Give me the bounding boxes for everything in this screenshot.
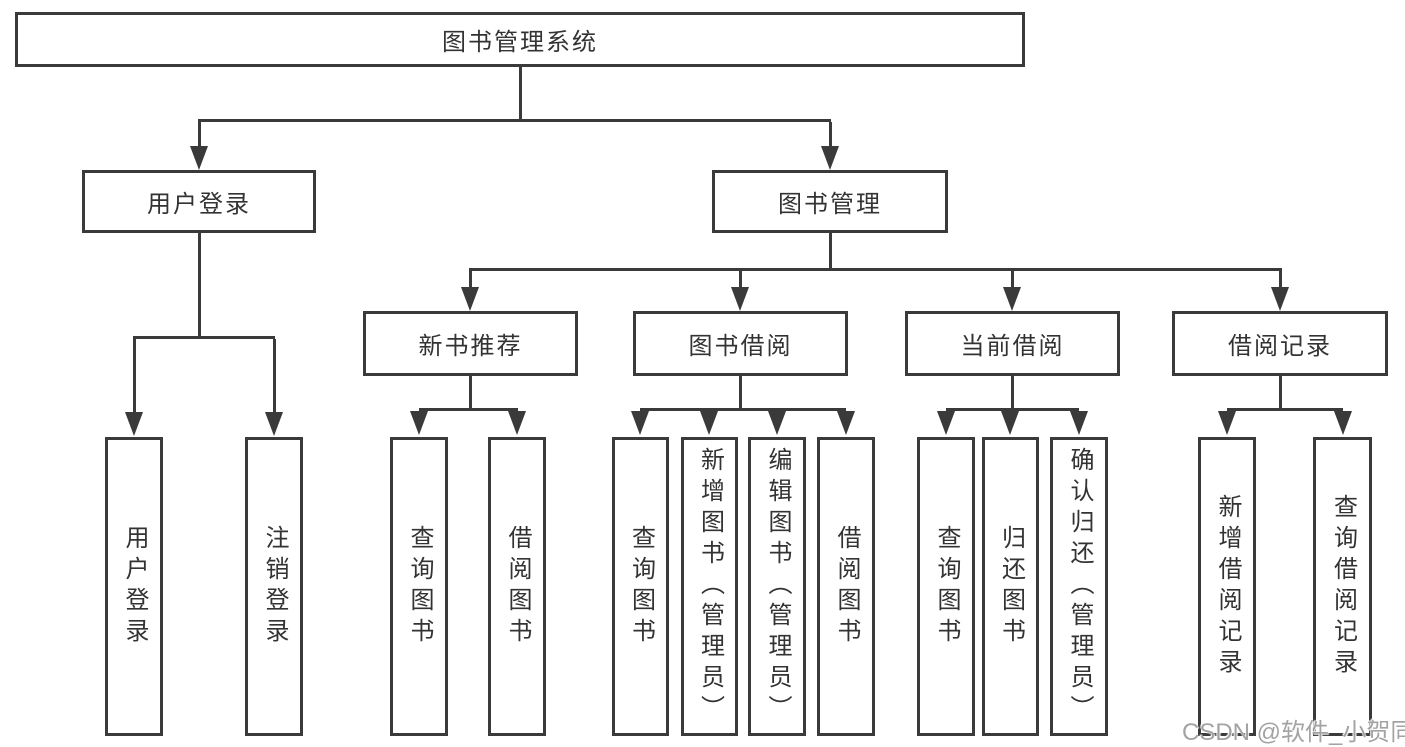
node-borrow-records: 借阅记录 [1172,311,1388,376]
connector-user-login-stem [198,233,201,336]
node-leaf-cb-query-books: 查询图书 [917,437,975,736]
connector-drop [273,339,276,412]
connector-group-stem [1279,376,1282,409]
leaf-label: 借阅图书 [504,524,531,649]
node-leaf-cb-return-books: 归还图书 [982,437,1039,736]
connector-group-stem [469,376,472,409]
leaf-label: 归还图书 [997,524,1025,649]
connector-level2-bus [198,119,831,122]
leaf-label: 注销登录 [261,524,288,649]
node-leaf-bb-borrow-books: 借阅图书 [817,437,875,736]
arrow-down-icon [265,412,283,436]
leaf-label: 查询图书 [627,524,655,649]
connector-level3-bus [469,268,1282,271]
node-leaf-bb-query-books: 查询图书 [612,437,669,736]
node-leaf-rec-query-books: 查询图书 [390,437,448,736]
node-leaf-br-add-record: 新增借阅记录 [1198,437,1256,736]
node-book-borrow-label: 图书借阅 [688,333,793,360]
node-leaf-bb-edit-books-admin: 编辑图书（管理员） [748,437,806,736]
leaf-label: 确认归还（管理员） [1066,447,1093,726]
connector-root-stem [519,67,522,120]
connector-drop [133,339,136,412]
node-leaf-logout: 注销登录 [245,437,303,736]
arrow-down-icon [1001,411,1019,435]
connector-group-bus [946,408,1079,411]
node-new-book-recommend: 新书推荐 [363,311,578,376]
node-leaf-br-query-record: 查询借阅记录 [1313,437,1372,736]
arrow-down-icon [837,411,855,435]
connector-drop [829,122,832,148]
leaf-label: 查询图书 [406,524,433,649]
arrow-down-icon [768,411,786,435]
node-leaf-rec-borrow-books: 借阅图书 [488,437,546,736]
connector-drop [469,271,472,288]
node-leaf-user-login: 用户登录 [105,437,163,736]
connector-group-stem [739,376,742,409]
connector-drop [198,122,201,148]
arrow-down-icon [1003,287,1021,311]
node-current-borrow: 当前借阅 [905,311,1120,376]
connector-book-mgmt-stem [829,233,832,269]
arrow-down-icon [410,411,428,435]
arrow-down-icon [1070,411,1088,435]
connector-group-stem [1011,376,1014,409]
arrow-down-icon [461,287,479,311]
node-leaf-cb-confirm-return-admin: 确认归还（管理员） [1050,437,1108,736]
arrow-down-icon [1218,411,1236,435]
arrow-down-icon [700,411,718,435]
node-root-label: 图书管理系统 [442,29,598,56]
connector-drop [1279,271,1282,288]
leaf-label: 借阅图书 [833,524,860,649]
node-book-borrow: 图书借阅 [633,311,848,376]
leaf-label: 查询图书 [933,524,960,649]
arrow-down-icon [631,411,649,435]
leaf-label: 新增借阅记录 [1214,493,1241,680]
leaf-label: 查询借阅记录 [1329,493,1357,680]
arrow-down-icon [508,411,526,435]
node-root: 图书管理系统 [15,12,1025,67]
watermark: CSDN @软件_小贺同学 [1182,719,1405,746]
arrow-down-icon [937,411,955,435]
arrow-down-icon [1334,411,1352,435]
node-borrow-records-label: 借阅记录 [1228,333,1332,360]
node-user-login-label: 用户登录 [147,191,251,218]
node-book-management: 图书管理 [712,170,948,233]
leaf-label: 新增图书（管理员） [696,447,724,726]
connector-user-login-bus [133,336,275,339]
connector-drop [739,271,742,288]
arrow-down-icon [125,412,143,436]
arrow-down-icon [821,146,839,170]
leaf-label: 用户登录 [121,524,148,649]
connector-group-bus [1227,408,1343,411]
connector-group-bus [419,408,518,411]
arrow-down-icon [190,146,208,170]
node-current-borrow-label: 当前借阅 [960,333,1065,360]
node-user-login: 用户登录 [82,170,316,233]
node-leaf-bb-add-books-admin: 新增图书（管理员） [681,437,738,736]
leaf-label: 编辑图书（管理员） [764,447,791,726]
node-new-book-recommend-label: 新书推荐 [418,333,523,360]
arrow-down-icon [731,287,749,311]
arrow-down-icon [1271,287,1289,311]
node-book-management-label: 图书管理 [778,191,882,218]
connector-group-bus [640,408,846,411]
connector-drop [1011,271,1014,288]
